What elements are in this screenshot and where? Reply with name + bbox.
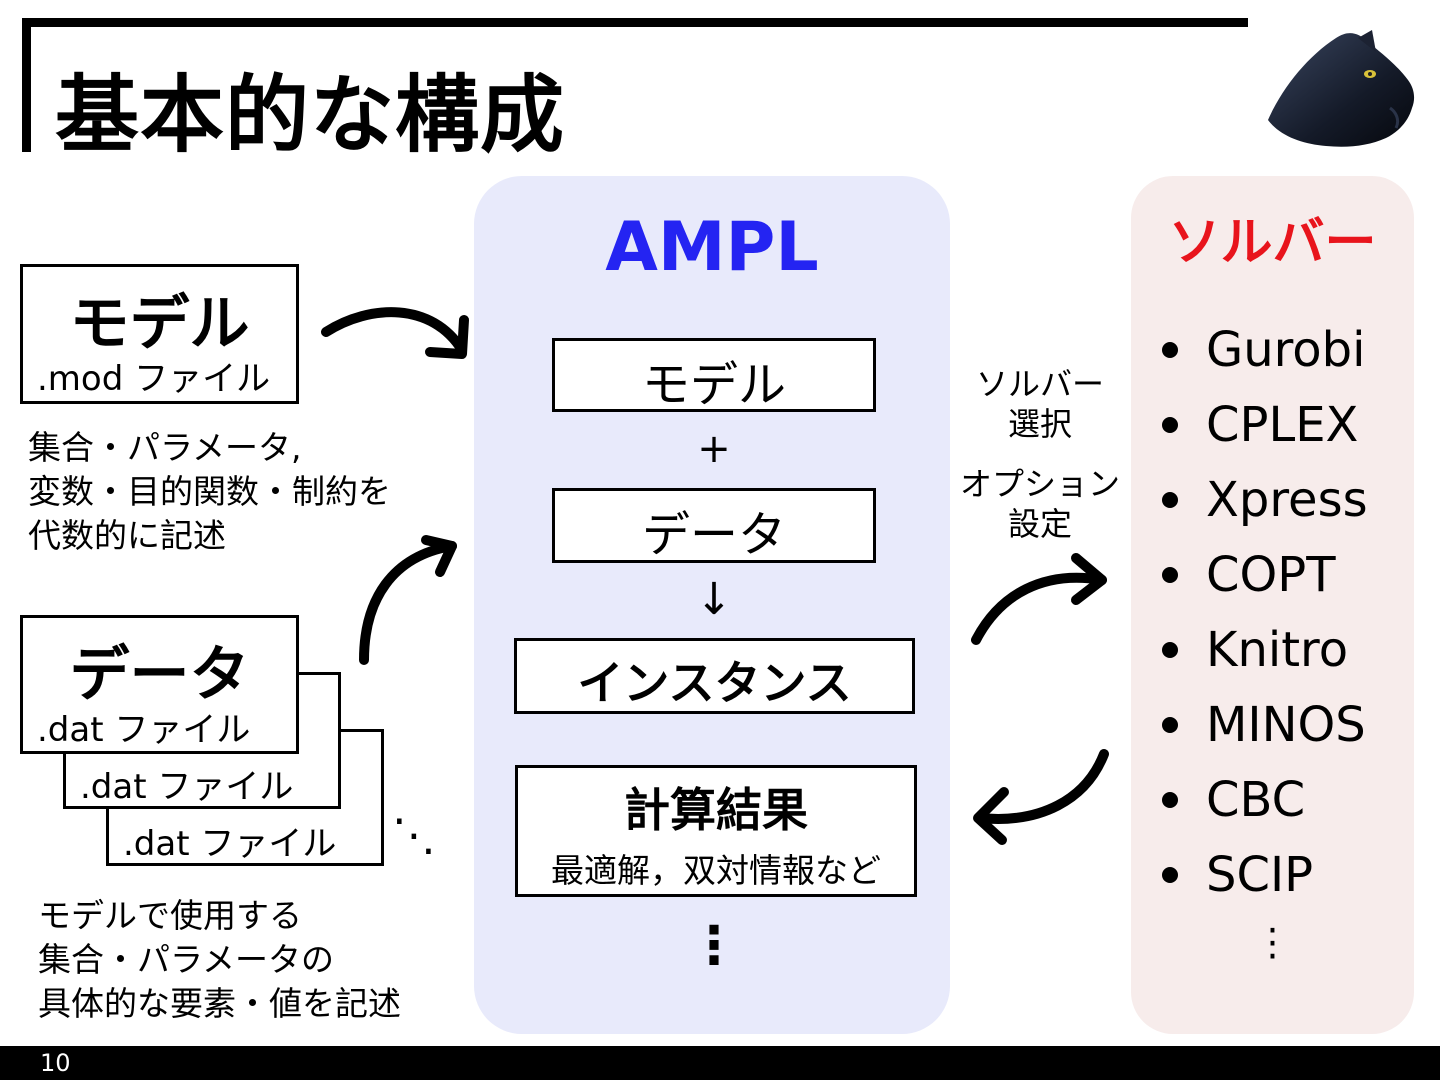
plus-sign: + [697,426,731,472]
ampl-model-box: モデル [552,338,876,413]
solver-item: SCIP [1162,847,1313,903]
bullet-icon [1162,642,1178,658]
solver-title: ソルバー [1168,213,1377,273]
model-desc-line: 代数的に記述 [28,516,226,555]
solver-name: CPLEX [1206,397,1359,453]
solver-item: MINOS [1162,697,1366,753]
model-description: 集合・パラメータ, 変数・目的関数・制約を 代数的に記述 [28,426,391,558]
ampl-data-label: データ [641,507,786,563]
bullet-icon [1162,492,1178,508]
solver-more-dots: ⋮ [1253,920,1292,964]
bullet-icon [1162,867,1178,883]
model-file-subtitle: .mod ファイル [37,359,271,399]
solver-name: COPT [1206,547,1336,603]
option-set-line: オプション [959,465,1120,503]
solver-item: COPT [1162,547,1336,603]
solver-name: Knitro [1206,622,1349,678]
title-bar-left [22,18,31,152]
option-set-label: オプション 設定 [950,464,1130,544]
solver-select-line: ソルバー [975,365,1104,403]
solver-panel [1131,176,1414,1034]
model-file-title: モデル [69,289,250,359]
model-desc-line: 集合・パラメータ, [28,428,302,467]
bullet-icon [1162,417,1178,433]
bullet-icon [1162,792,1178,808]
data-description: モデルで使用する 集合・パラメータの 具体的な要素・値を記述 [38,894,401,1026]
model-file-box: モデル .mod ファイル [20,264,299,404]
instance-box: インスタンス [514,638,915,714]
solver-select-label: ソルバー 選択 [958,364,1122,444]
instance-label: インスタンス [577,656,852,710]
title-bar-top [22,18,1248,27]
data-file-subtitle: .dat ファイル [80,767,294,807]
data-file-subtitle: .dat ファイル [123,824,337,864]
ampl-to-solver-arrowhead [1071,553,1107,605]
solver-item: Knitro [1162,622,1348,678]
data-to-ampl-arrow [359,541,457,665]
data-file-subtitle: .dat ファイル [37,710,251,750]
ampl-data-box: データ [552,488,876,563]
down-arrow: ↓ [695,574,733,625]
solver-name: MINOS [1206,697,1366,753]
data-file-box: データ .dat ファイル [20,615,299,754]
solver-to-ampl-arrowhead [973,787,1009,845]
solver-name: Xpress [1206,472,1368,528]
solver-item: Xpress [1162,472,1368,528]
bullet-icon [1162,567,1178,583]
solver-item: CPLEX [1162,397,1358,453]
solver-item: Gurobi [1162,322,1365,378]
data-file-title: データ [69,640,250,710]
ampl-model-label: モデル [641,357,786,413]
page-number: 10 [40,1049,71,1077]
solver-name: Gurobi [1206,322,1366,378]
ampl-more-dots: ⋮ [688,916,740,976]
model-to-ampl-arrowhead [425,315,469,359]
option-set-line: 設定 [1007,505,1072,543]
bullet-icon [1162,342,1178,358]
data-desc-line: モデルで使用する [38,896,302,935]
solver-item: CBC [1162,772,1305,828]
solver-name: SCIP [1206,847,1314,903]
result-box: 計算結果 最適解，双対情報など [515,765,917,897]
model-desc-line: 変数・目的関数・制約を [28,472,391,511]
footer-bar [0,1046,1440,1080]
data-desc-line: 具体的な要素・値を記述 [38,984,401,1023]
panther-logo-icon [1268,30,1415,147]
data-to-ampl-arrowhead [421,535,457,577]
solver-select-line: 選択 [1007,405,1072,443]
slide-title: 基本的な構成 [55,66,566,164]
ampl-to-solver-arrow [971,572,1107,645]
result-subtitle: 最適解，双対情報など [551,851,881,890]
solver-name: CBC [1206,772,1306,828]
solver-to-ampl-arrow [975,749,1109,824]
data-desc-line: 集合・パラメータの [38,940,335,979]
ampl-title: AMPL [605,208,819,287]
model-to-ampl-arrow [321,307,467,355]
more-files-dots: ⋱ [392,810,436,861]
result-title: 計算結果 [624,783,808,837]
bullet-icon [1162,717,1178,733]
